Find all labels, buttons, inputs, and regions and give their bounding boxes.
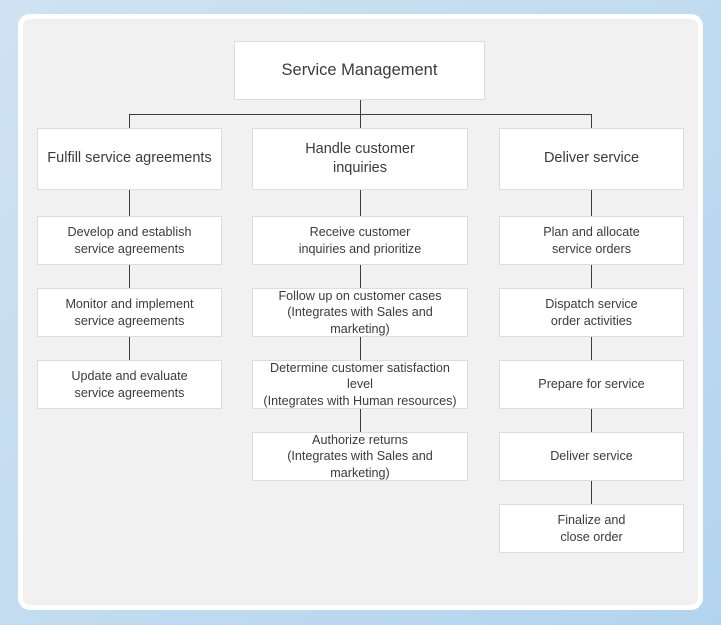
node-fulfill-service-agreements-header-line: Fulfill service agreements xyxy=(47,150,212,167)
node-deliver-service-step-1-label: Plan and allocate service orders xyxy=(506,224,677,257)
connector-root-trunk xyxy=(360,100,361,114)
node-deliver-service-step-3[interactable]: Prepare for service xyxy=(499,360,684,409)
node-handle-customer-inquiries-header[interactable]: Handle customer inquiries xyxy=(252,128,468,190)
connector-deliver-service-step-4 xyxy=(591,409,592,432)
connector-handle-customer-inquiries-step-4 xyxy=(360,409,361,432)
node-handle-customer-inquiries-step-2-label: Follow up on customer cases (Integrates w… xyxy=(259,288,461,338)
node-handle-customer-inquiries-header-line: inquiries xyxy=(333,160,387,176)
connector-bus-to-deliver-service xyxy=(591,114,592,128)
node-deliver-service-step-5-label: Finalize and close order xyxy=(506,512,677,545)
node-fulfill-service-agreements-step-3-line: service agreements xyxy=(74,385,185,400)
connector-bus-to-fulfill-service-agreements xyxy=(129,114,130,128)
node-handle-customer-inquiries-step-1-line: Receive customer xyxy=(309,224,411,239)
node-fulfill-service-agreements-header[interactable]: Fulfill service agreements xyxy=(37,128,222,190)
node-handle-customer-inquiries-step-4-label: Authorize returns (Integrates with Sales … xyxy=(259,432,461,482)
node-handle-customer-inquiries-step-3-line: Determine customer satisfaction level xyxy=(270,360,450,392)
node-fulfill-service-agreements-step-1-line: service agreements xyxy=(74,241,185,256)
node-handle-customer-inquiries-step-1-label: Receive customer inquiries and prioritize xyxy=(259,224,461,257)
connector-deliver-service-step-3 xyxy=(591,337,592,360)
node-deliver-service-header-label: Deliver service xyxy=(506,149,677,168)
node-deliver-service-step-2-line: Dispatch service xyxy=(545,296,638,311)
node-deliver-service-step-3-label: Prepare for service xyxy=(506,376,677,393)
node-fulfill-service-agreements-step-3[interactable]: Update and evaluate service agreements xyxy=(37,360,222,409)
node-handle-customer-inquiries-step-3-line: (Integrates with Human resources) xyxy=(263,393,457,408)
connector-handle-customer-inquiries-step-2 xyxy=(360,265,361,288)
node-fulfill-service-agreements-step-1[interactable]: Develop and establish service agreements xyxy=(37,216,222,265)
node-deliver-service-step-3-line: Prepare for service xyxy=(538,377,645,392)
node-deliver-service-step-1[interactable]: Plan and allocate service orders xyxy=(499,216,684,265)
node-deliver-service-step-5-line: Finalize and xyxy=(557,512,626,527)
node-handle-customer-inquiries-step-2-line: Follow up on customer cases xyxy=(278,288,442,303)
connector-deliver-service-step-1 xyxy=(591,190,592,216)
connector-bus-to-handle-customer-inquiries xyxy=(360,114,361,128)
node-fulfill-service-agreements-step-2-label: Monitor and implement service agreements xyxy=(44,296,215,329)
node-deliver-service-step-1-line: service orders xyxy=(551,241,632,256)
node-service-management[interactable]: Service Management xyxy=(234,41,485,100)
node-handle-customer-inquiries-step-1[interactable]: Receive customer inquiries and prioritize xyxy=(252,216,468,265)
node-service-management-label: Service Management xyxy=(241,60,478,82)
node-handle-customer-inquiries-step-2-line: (Integrates with Sales and marketing) xyxy=(287,305,433,336)
node-deliver-service-step-4-line: Deliver service xyxy=(550,449,633,464)
node-fulfill-service-agreements-step-2-line: Monitor and implement xyxy=(65,296,194,311)
node-deliver-service-step-5[interactable]: Finalize and close order xyxy=(499,504,684,553)
node-handle-customer-inquiries-step-4-line: (Integrates with Sales and marketing) xyxy=(287,449,433,480)
node-deliver-service-step-2[interactable]: Dispatch service order activities xyxy=(499,288,684,337)
connector-handle-customer-inquiries-step-1 xyxy=(360,190,361,216)
node-handle-customer-inquiries-header-label: Handle customer inquiries xyxy=(259,140,461,178)
node-handle-customer-inquiries-step-4-line: Authorize returns xyxy=(312,432,408,447)
node-fulfill-service-agreements-step-2-line: service agreements xyxy=(74,313,185,328)
connector-deliver-service-step-2 xyxy=(591,265,592,288)
node-deliver-service-header-line: Deliver service xyxy=(543,150,640,167)
node-fulfill-service-agreements-header-label: Fulfill service agreements xyxy=(44,149,215,168)
node-deliver-service-step-1-line: Plan and allocate xyxy=(543,224,640,239)
node-handle-customer-inquiries-header-line: Handle customer xyxy=(305,140,415,157)
connector-fulfill-service-agreements-step-3 xyxy=(129,337,130,360)
node-handle-customer-inquiries-step-4[interactable]: Authorize returns (Integrates with Sales … xyxy=(252,432,468,481)
connector-deliver-service-step-5 xyxy=(591,481,592,504)
node-handle-customer-inquiries-step-3[interactable]: Determine customer satisfaction level(In… xyxy=(252,360,468,409)
node-deliver-service-header[interactable]: Deliver service xyxy=(499,128,684,190)
node-deliver-service-step-4-label: Deliver service xyxy=(506,448,677,465)
node-handle-customer-inquiries-step-2[interactable]: Follow up on customer cases (Integrates w… xyxy=(252,288,468,337)
node-fulfill-service-agreements-step-2[interactable]: Monitor and implement service agreements xyxy=(37,288,222,337)
node-handle-customer-inquiries-step-3-label: Determine customer satisfaction level(In… xyxy=(259,360,461,410)
connector-fulfill-service-agreements-step-2 xyxy=(129,265,130,288)
connector-fulfill-service-agreements-step-1 xyxy=(129,190,130,216)
node-fulfill-service-agreements-step-3-line: Update and evaluate xyxy=(71,368,188,383)
node-fulfill-service-agreements-step-1-line: Develop and establish xyxy=(67,224,192,239)
node-service-management-line: Service Management xyxy=(281,60,438,79)
node-fulfill-service-agreements-step-3-label: Update and evaluate service agreements xyxy=(44,368,215,401)
node-deliver-service-step-5-line: close order xyxy=(560,529,623,544)
connector-handle-customer-inquiries-step-3 xyxy=(360,337,361,360)
node-deliver-service-step-2-line: order activities xyxy=(550,313,633,328)
node-handle-customer-inquiries-step-1-line: inquiries and prioritize xyxy=(298,241,422,256)
node-fulfill-service-agreements-step-1-label: Develop and establish service agreements xyxy=(44,224,215,257)
node-deliver-service-step-4[interactable]: Deliver service xyxy=(499,432,684,481)
node-deliver-service-step-2-label: Dispatch service order activities xyxy=(506,296,677,329)
